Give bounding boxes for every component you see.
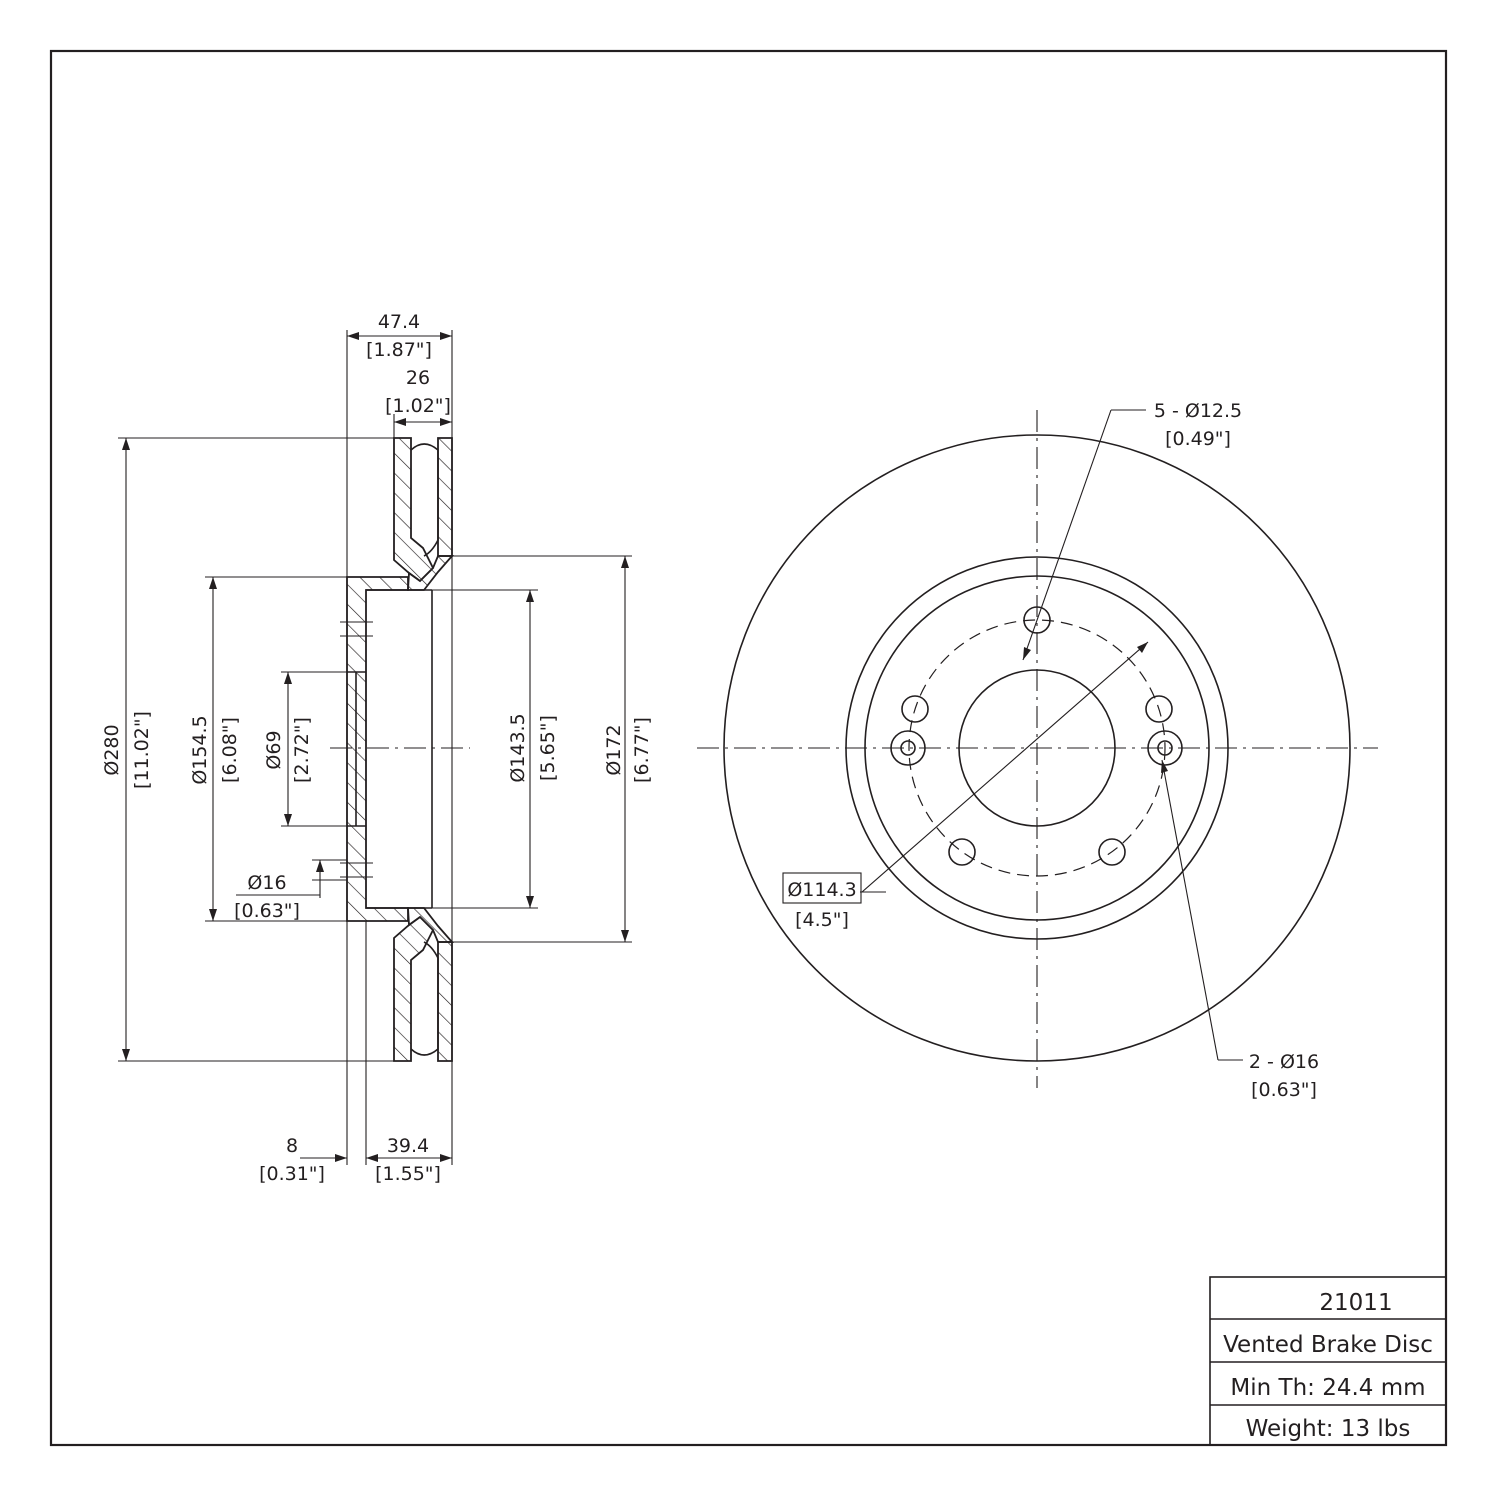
bolt-circle-mm: Ø114.3	[787, 879, 856, 901]
weight: Weight: 13 lbs	[1246, 1416, 1411, 1442]
sheet-border	[49, 49, 1448, 1447]
rotor-diameter-in: [11.02"]	[131, 711, 153, 789]
bolt-holes-label: 5 - Ø12.5	[1154, 400, 1242, 422]
lug-hole	[1098, 838, 1126, 866]
inner-hat-diameter-in: [5.65"]	[537, 715, 559, 781]
bolt-holes-in: [0.49"]	[1165, 428, 1231, 450]
overall-width-mm: 47.4	[378, 311, 420, 333]
inner-hat-diameter-mm: Ø143.5	[507, 713, 529, 782]
hat-depth-mm: 39.4	[387, 1135, 429, 1157]
hat-flange-thickness-mm: 8	[286, 1135, 298, 1157]
part-description: Vented Brake Disc	[1223, 1332, 1433, 1358]
bolt-hole-diameter-in: [0.63"]	[234, 900, 300, 922]
front-view	[697, 409, 1378, 1088]
locator-holes-label: 2 - Ø16	[1249, 1051, 1319, 1073]
braking-band-width-mm: 26	[406, 367, 430, 389]
section-dimension-labels: 47.4 [1.87"] 26 [1.02"] 8 [0.31"] 39.4 […	[101, 311, 653, 1185]
braking-band-width-in: [1.02"]	[385, 395, 451, 417]
lug-hole	[1145, 695, 1173, 723]
hat-outer-diameter-in: [6.08"]	[219, 717, 241, 783]
bolt-circle-box	[782, 872, 862, 904]
bolt-hole-diameter-mm: Ø16	[247, 872, 286, 894]
center-bore-in: [2.72"]	[291, 717, 313, 783]
part-number: 21011	[1319, 1290, 1392, 1316]
front-view-labels: 5 - Ø12.5 [0.49"] 2 - Ø16 [0.63"] Ø114.3…	[782, 400, 1319, 1101]
section-view	[330, 437, 470, 1062]
section-dimension-lines	[118, 330, 632, 1165]
hat-flange-thickness-in: [0.31"]	[259, 1163, 325, 1185]
lug-hole	[948, 838, 976, 866]
bolt-circle-in: [4.5"]	[795, 909, 849, 931]
center-bore-mm: Ø69	[263, 730, 285, 769]
rotor-diameter-mm: Ø280	[101, 724, 123, 775]
locator-holes-in: [0.63"]	[1251, 1079, 1317, 1101]
braking-surface-inner-diameter-in: [6.77"]	[631, 717, 653, 783]
hat-depth-in: [1.55"]	[375, 1163, 441, 1185]
title-block: 21011 Vented Brake Disc Min Th: 24.4 mm …	[1209, 1276, 1447, 1446]
lug-hole	[901, 695, 929, 723]
min-thickness: Min Th: 24.4 mm	[1230, 1375, 1425, 1401]
braking-surface-inner-diameter-mm: Ø172	[603, 724, 625, 775]
overall-width-in: [1.87"]	[366, 339, 432, 361]
hat-outer-diameter-mm: Ø154.5	[189, 715, 211, 784]
